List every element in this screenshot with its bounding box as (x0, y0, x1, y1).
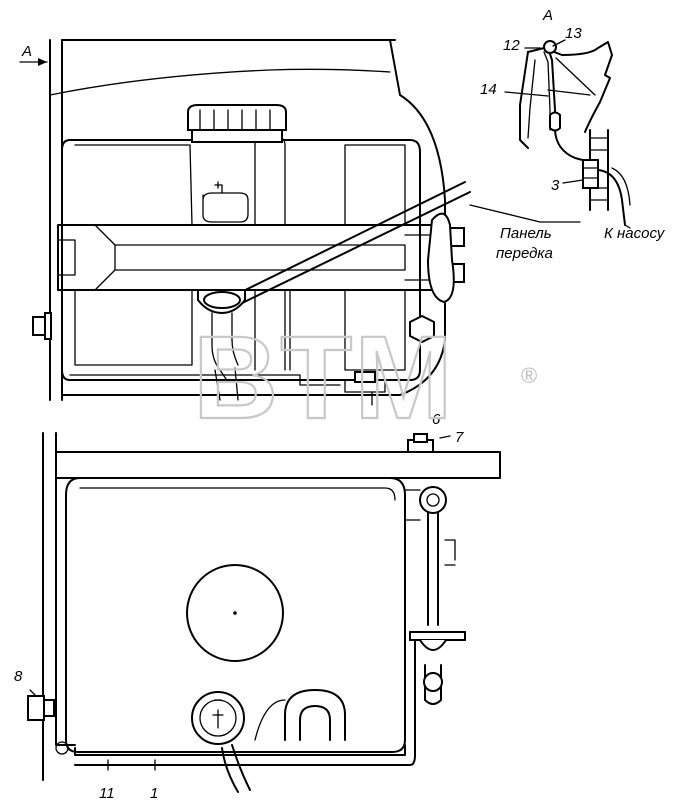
tank-outline (61, 139, 421, 381)
port-circle (186, 564, 284, 662)
part-label-6: 6 (432, 411, 441, 428)
bolt-8 (27, 695, 45, 721)
watermark-mark: ® (521, 363, 537, 388)
side-shelf (55, 451, 501, 479)
front-panel-curve (61, 39, 446, 396)
part-label-11: 11 (99, 785, 115, 802)
label-panel-line1: Панель (500, 225, 552, 242)
cross-bracket (57, 224, 465, 291)
left-bolt (32, 316, 46, 336)
detail-hose (547, 47, 591, 163)
bottom-cap (191, 691, 251, 793)
view-a-label: A (21, 43, 32, 60)
rod-assembly (404, 486, 466, 705)
part-label-7: 7 (455, 429, 464, 446)
side-tank (65, 477, 406, 753)
part-label-1: 1 (150, 785, 158, 802)
bottom-pipe (74, 639, 416, 766)
side-view (27, 432, 501, 793)
label-to-pump: К насосу (604, 225, 666, 242)
panel-leader (469, 204, 581, 223)
side-wall (42, 432, 76, 781)
top-view (32, 39, 581, 406)
part-label-12: 12 (503, 37, 520, 54)
label-panel-line2: передка (496, 245, 553, 262)
part-label-8: 8 (14, 668, 23, 685)
detail-bracket (527, 41, 613, 133)
wing-nut (426, 212, 455, 304)
diagonal-tube (224, 181, 471, 309)
part-label-3: 3 (551, 177, 560, 194)
detail-view-a: A (504, 7, 631, 229)
view-a-arrow: A (19, 43, 48, 66)
watermark-text: BTM (193, 312, 455, 444)
detail-title: A (542, 7, 553, 24)
part-label-14: 14 (480, 81, 497, 98)
u-recess (284, 689, 346, 741)
hex-bolt (409, 314, 435, 344)
clamp-3 (582, 159, 599, 189)
part-label-13: 13 (565, 25, 582, 42)
pump-unit (197, 289, 246, 401)
filler-cap (187, 104, 287, 143)
